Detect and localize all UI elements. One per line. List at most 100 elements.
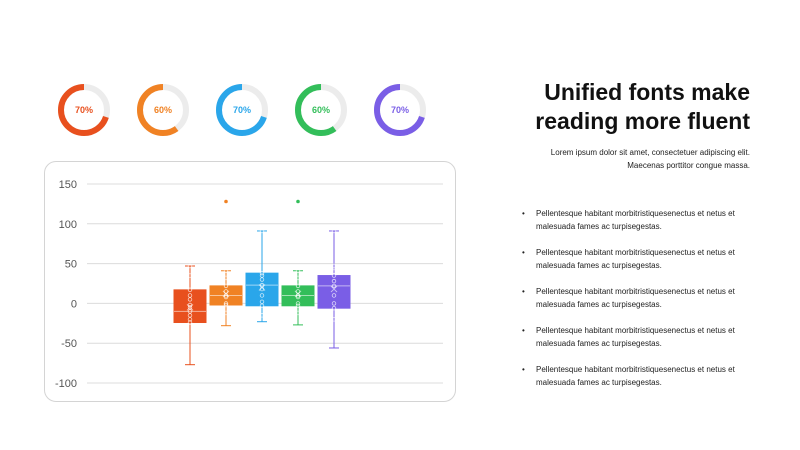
bullet-text-line-1: Pellentesque habitant morbitristiquesene…: [536, 287, 735, 296]
data-point: [331, 283, 337, 289]
data-point: [223, 302, 229, 308]
progress-ring-fill: [137, 84, 189, 136]
data-point: [295, 301, 301, 306]
data-point: [295, 303, 301, 308]
bullet-text-line-1: Pellentesque habitant morbitristiquesene…: [536, 209, 735, 218]
bullet-text-line-2: malesuada fames ac turpisegestas.: [536, 261, 662, 270]
data-point: [259, 303, 265, 308]
bullet-item: • Pellentesque habitant morbitristiquesen…: [522, 285, 754, 311]
subtitle-line-2: Maecenas porttitor congue massa.: [627, 161, 750, 170]
bullet-dot: •: [522, 287, 525, 296]
data-point: [331, 301, 337, 306]
outlier-point: [296, 199, 300, 204]
progress-ring-3: 70%: [214, 82, 270, 138]
box-body: [173, 289, 207, 324]
bullet-text-line-2: malesuada fames ac turpisegestas.: [536, 339, 662, 348]
progress-ring-graphic: [295, 84, 347, 136]
subtitle-line-1: Lorem ipsum dolor sit amet, consectetuer…: [550, 148, 750, 157]
data-point: [223, 275, 229, 281]
box-plot-chart: 150 100 50 0 -50 -100: [55, 179, 443, 390]
outlier-point: [224, 199, 228, 204]
progress-ring-label: 70%: [74, 105, 93, 115]
data-point: [259, 313, 265, 318]
data-point: [187, 263, 193, 269]
progress-ring-fill: [295, 84, 347, 136]
slide-subtitle: Lorem ipsum dolor sit amet, consectetuer…: [470, 146, 750, 172]
bullet-dot: •: [522, 365, 525, 374]
data-point: [187, 297, 193, 302]
progress-ring-label: 60%: [311, 105, 330, 115]
data-point: [295, 268, 301, 273]
bullet-item: • Pellentesque habitant morbitristiquesen…: [522, 246, 754, 272]
progress-ring-graphic: [374, 84, 426, 136]
bullet-item: • Pellentesque habitant morbitristiquesen…: [522, 363, 754, 389]
data-point: [259, 293, 265, 298]
progress-ring-label: 70%: [390, 105, 409, 115]
data-point: [223, 268, 229, 273]
progress-ring-fill: [58, 84, 110, 136]
slide-title-line-1: Unified fonts make: [544, 79, 750, 105]
data-point: [223, 283, 229, 289]
slide-title-line-2: reading more fluent: [535, 108, 750, 134]
data-point: [259, 286, 265, 292]
data-point: [331, 263, 337, 269]
progress-ring-fill: [216, 84, 268, 136]
data-point: [295, 293, 301, 298]
y-tick-label: -100: [55, 378, 77, 390]
progress-ring-graphic: [58, 84, 110, 136]
progress-ring-4: 60%: [293, 82, 349, 138]
bullet-list: • Pellentesque habitant morbitristiquesen…: [522, 207, 754, 402]
data-point: [295, 310, 301, 316]
data-point: [187, 320, 193, 325]
slide-title: Unified fonts make reading more fluent: [450, 78, 750, 136]
data-point: [331, 278, 337, 284]
data-point: [331, 293, 337, 298]
data-point: [259, 270, 265, 276]
data-point: [187, 273, 193, 278]
bullet-text-line-2: malesuada fames ac turpisegestas.: [536, 222, 662, 231]
bullet-dot: •: [522, 326, 525, 335]
box-body: [317, 275, 351, 309]
y-tick-label: 0: [71, 298, 77, 310]
data-point: [223, 294, 229, 300]
progress-ring-row: 70% 60% 70% 60% 70%: [56, 82, 436, 142]
bullet-text-line-2: malesuada fames ac turpisegestas.: [536, 378, 662, 387]
y-tick-label: 150: [59, 179, 77, 191]
bullet-dot: •: [522, 248, 525, 257]
data-point: [223, 310, 229, 316]
y-tick-label: -50: [61, 338, 77, 350]
progress-ring-fill: [374, 84, 426, 136]
bullet-text-line-2: malesuada fames ac turpisegestas.: [536, 300, 662, 309]
bullet-text-line-1: Pellentesque habitant morbitristiquesene…: [536, 326, 735, 335]
data-point: [331, 305, 337, 311]
progress-ring-label: 60%: [153, 105, 172, 115]
progress-ring-5: 70%: [372, 82, 428, 138]
y-tick-label: 50: [65, 259, 77, 271]
box-plot-card: 150 100 50 0 -50 -100: [44, 161, 456, 402]
data-point: [331, 273, 337, 278]
bullet-item: • Pellentesque habitant morbitristiquesen…: [522, 207, 754, 233]
progress-ring-graphic: [137, 84, 189, 136]
data-point: [331, 317, 337, 322]
box-mean-marker: [330, 285, 338, 293]
data-point: [331, 228, 337, 234]
data-point: [259, 277, 265, 282]
data-point: [187, 317, 193, 322]
y-tick-label: 100: [59, 219, 77, 231]
data-point: [187, 302, 193, 308]
progress-ring-1: 70%: [56, 82, 112, 138]
bullet-text-line-1: Pellentesque habitant morbitristiquesene…: [536, 248, 735, 257]
bullet-dot: •: [522, 209, 525, 218]
data-point: [295, 294, 301, 300]
data-point: [223, 301, 229, 306]
data-point: [259, 228, 265, 234]
progress-ring-label: 70%: [232, 105, 251, 115]
data-point: [187, 287, 193, 293]
bullet-text-line-1: Pellentesque habitant morbitristiquesene…: [536, 365, 735, 374]
progress-ring-2: 60%: [135, 82, 191, 138]
data-point: [223, 293, 229, 298]
data-point: [295, 275, 301, 281]
data-point: [295, 283, 301, 289]
bullet-item: • Pellentesque habitant morbitristiquesen…: [522, 324, 754, 350]
progress-ring-graphic: [216, 84, 268, 136]
